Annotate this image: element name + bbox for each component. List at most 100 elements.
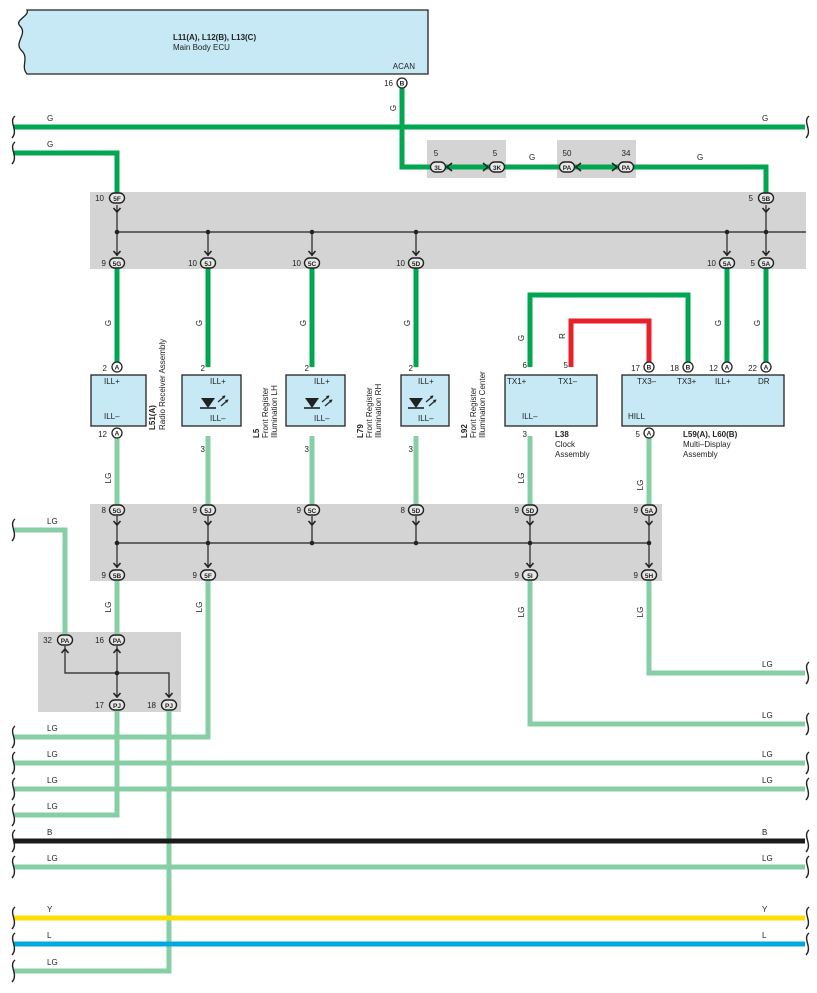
register-center-id: L92 <box>460 424 469 438</box>
mda-pin-b: 18 <box>670 364 679 373</box>
block1-in-5b-pin: 5 <box>749 194 754 203</box>
junction-dot <box>763 229 769 235</box>
mda-pin-d: 22 <box>748 364 757 373</box>
wire-label-lg-left-input: LG <box>47 517 58 526</box>
wire-label-lg-bus-3-l: LG <box>47 854 58 863</box>
wire-label-lg-bus-3-r: LG <box>762 854 773 863</box>
arrow-down-icon <box>203 520 213 527</box>
register-center-pin-top: 2 <box>409 364 414 373</box>
wire-lg-pj18 <box>14 711 172 974</box>
mda-pin-bot: 5 <box>636 430 641 439</box>
wire-label-g-bridge-1: G <box>529 153 535 162</box>
break-mark <box>805 906 810 930</box>
register-rh-name-1: Front Register <box>365 387 374 438</box>
mda-conn-c-label: A <box>725 365 730 372</box>
block2-in-1: 5J <box>199 504 217 516</box>
joint-pa-right-pin: 34 <box>622 149 631 158</box>
arrow-down-icon <box>112 520 122 527</box>
block1-in-5f-pin: 10 <box>95 194 104 203</box>
block1-out-1-pin: 10 <box>188 259 197 268</box>
block2-out-2-label: 5I <box>527 573 533 580</box>
block3-in-pa-32-label: PA <box>61 638 70 645</box>
arrow-down-icon <box>644 520 654 527</box>
arrow-down-icon <box>164 692 174 699</box>
block2-out-3: 5H <box>640 569 658 581</box>
block2-in-4-pin: 9 <box>515 506 520 515</box>
block2-in-0-label: 5G <box>113 508 122 515</box>
mda-conn-c: A <box>721 361 733 373</box>
wire-label-lg-clock: LG <box>517 473 526 484</box>
break-mark <box>11 959 16 983</box>
wire-label-g-drop-1: G <box>195 320 204 326</box>
wire-label-g-left-input: G <box>47 140 53 149</box>
break-mark <box>11 751 16 775</box>
register-lh-name-1: Front Register <box>261 387 270 438</box>
wire-label-g-drop-ill: G <box>714 320 723 326</box>
block1-out-0: 5G <box>108 257 126 269</box>
radio-pin-bot: 12 <box>98 430 107 439</box>
register-lh-label-ill-plus: ILL+ <box>210 377 226 386</box>
arrow-down-icon <box>307 250 317 257</box>
register-center-pin-bot: 3 <box>409 445 414 454</box>
block2-in-3: 5D <box>407 504 425 516</box>
wire-lg-5i <box>527 580 805 727</box>
block2-in-2-pin: 9 <box>297 506 302 515</box>
radio-label-ill-minus: ILL– <box>104 412 120 421</box>
arrow-down-icon <box>112 207 122 214</box>
block2-out-1: 5F <box>199 569 217 581</box>
register-rh-label-ill-plus: ILL+ <box>314 377 330 386</box>
block1-in-5b-label: 5B <box>762 196 771 203</box>
wire-label-g-drop-dr: G <box>753 320 762 326</box>
block2-out-0-pin: 9 <box>102 571 107 580</box>
wire-r-tx1-tx3 <box>568 318 652 367</box>
break-mark <box>11 803 16 827</box>
joint-pa-right: PA <box>617 161 635 173</box>
mda-conn-d-label: A <box>764 365 769 372</box>
block2-in-5-label: 5A <box>645 508 654 515</box>
break-mark <box>805 829 810 853</box>
wire-label-lg-bus-2-r: LG <box>762 776 773 785</box>
block2-in-0-pin: 8 <box>102 506 107 515</box>
register-lh-label-ill-minus: ILL– <box>210 414 226 423</box>
register-lh-pin-bot: 3 <box>201 445 206 454</box>
block2-out-2: 5I <box>521 569 539 581</box>
ecu-pin-acan: ACAN <box>393 62 415 71</box>
block3-out-pj-18-pin: 18 <box>147 701 156 710</box>
chevron-right-icon <box>611 162 619 172</box>
radio-receiver-box <box>90 374 147 427</box>
wire-label-g-drop-0: G <box>104 320 113 326</box>
led-icon <box>304 395 333 409</box>
block3-in-pa-16-label: PA <box>113 638 122 645</box>
block2-in-3-pin: 8 <box>401 506 406 515</box>
clock-pin-a: 6 <box>523 361 528 370</box>
register-rh-label-ill-minus: ILL– <box>314 414 330 423</box>
register-lh-pin-top: 2 <box>201 364 206 373</box>
arrow-down-icon <box>112 562 122 569</box>
junction-dot <box>309 229 315 235</box>
block2-out-2-pin: 9 <box>515 571 520 580</box>
clock-box <box>504 374 598 427</box>
radio-id: L51(A) <box>148 405 157 430</box>
block2-in-1-pin: 9 <box>193 506 198 515</box>
junction-dot <box>114 670 120 676</box>
radio-conn-top-label: A <box>115 365 120 372</box>
wire-lg-5h <box>646 580 805 676</box>
clock-pin-bot: 3 <box>523 430 528 439</box>
arrow-down-icon <box>112 692 122 699</box>
arrow-down-icon <box>761 250 771 257</box>
radio-conn-bot: A <box>111 427 123 439</box>
clock-label-ill-minus: ILL– <box>522 412 538 421</box>
wire-g-ecu-to-block <box>399 83 769 194</box>
arrow-down-icon <box>411 250 421 257</box>
block2-out-3-label: 5H <box>645 573 654 580</box>
block1-out-5-pin: 5 <box>751 259 756 268</box>
register-center-name-2: Illumination Center <box>478 371 487 438</box>
wire-label-g-tx: G <box>517 335 526 341</box>
block1-out-5: 5A <box>757 257 775 269</box>
block2-in-2: 5C <box>303 504 321 516</box>
block3-in-pa-32: PA <box>56 634 74 646</box>
junction-dot <box>205 229 211 235</box>
wire-label-lg-5f-h: LG <box>47 724 58 733</box>
break-mark <box>805 855 810 879</box>
chevron-left-icon <box>574 162 582 172</box>
